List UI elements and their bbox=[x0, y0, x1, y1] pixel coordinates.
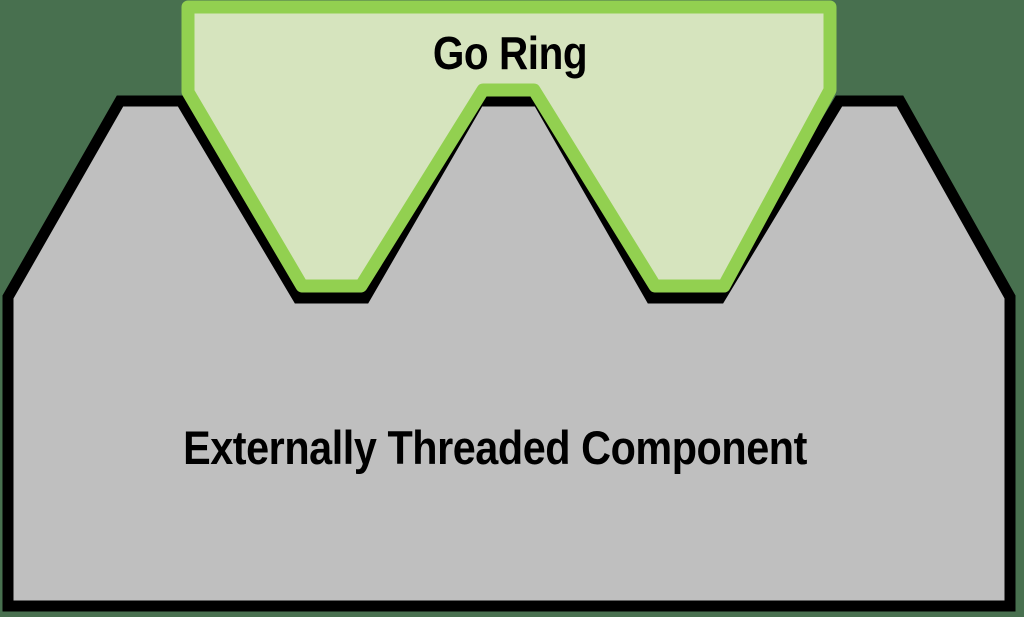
externally-threaded-component-label: Externally Threaded Component bbox=[183, 421, 807, 474]
go-ring-label: Go Ring bbox=[432, 27, 588, 79]
externally-threaded-component-shape bbox=[2, 95, 1016, 612]
go-ring-shape bbox=[181, 0, 837, 293]
